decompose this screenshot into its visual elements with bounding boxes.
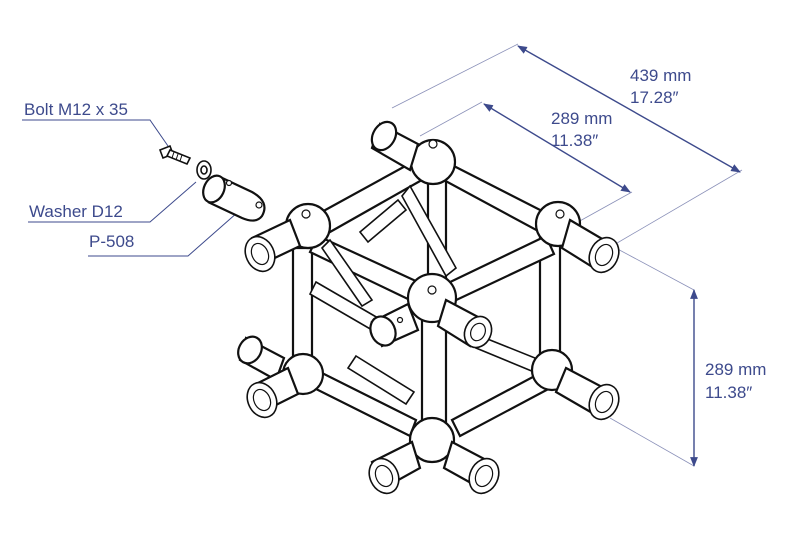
stub-top-front-right — [436, 298, 493, 349]
hardware-parts — [158, 144, 266, 222]
diagonal-3 — [346, 354, 416, 406]
label-bolt: Bolt M12 x 35 — [24, 100, 128, 119]
stub-top-right — [560, 218, 620, 274]
chord-top-front-right — [444, 234, 556, 304]
dimension-overall-mm: 439 mm — [630, 66, 691, 85]
stub-bottom-front-right — [442, 440, 500, 495]
node-bottom-front — [408, 416, 456, 464]
chord-top-back-right — [438, 160, 550, 234]
diagonal-5 — [320, 238, 374, 308]
bolt-icon — [158, 144, 192, 166]
dimension-height: 289 mm 11.38″ — [609, 245, 766, 467]
chord-bottom-left — [308, 368, 418, 438]
dimension-width-in: 11.38″ — [551, 131, 598, 150]
label-washer: Washer D12 — [29, 202, 123, 221]
spigot-icon — [202, 174, 266, 222]
stub-top-left — [244, 218, 302, 273]
stub-top-front-left — [369, 302, 420, 348]
washer-icon — [196, 160, 212, 180]
label-spigot: P-508 — [89, 232, 134, 251]
stub-bottom-right — [554, 366, 620, 421]
dimension-height-mm: 289 mm — [705, 360, 766, 379]
dimension-overall-in: 17.28″ — [630, 88, 679, 107]
stub-bottom-left — [246, 366, 300, 419]
diagonal-6 — [358, 198, 408, 244]
dimension-width-mm: 289 mm — [551, 109, 612, 128]
truss-cube — [237, 120, 620, 495]
diagonal-1 — [401, 184, 458, 278]
dimension-height-in: 11.38″ — [705, 383, 752, 402]
part-labels: Bolt M12 x 35 Washer D12 P-508 — [22, 100, 239, 257]
dimension-width: 289 mm 11.38″ — [419, 101, 633, 223]
diagonal-2 — [308, 280, 380, 332]
stub-top-back — [370, 120, 420, 172]
chord-left-vertical — [291, 246, 314, 372]
stub-bottom-front-left — [368, 440, 422, 495]
